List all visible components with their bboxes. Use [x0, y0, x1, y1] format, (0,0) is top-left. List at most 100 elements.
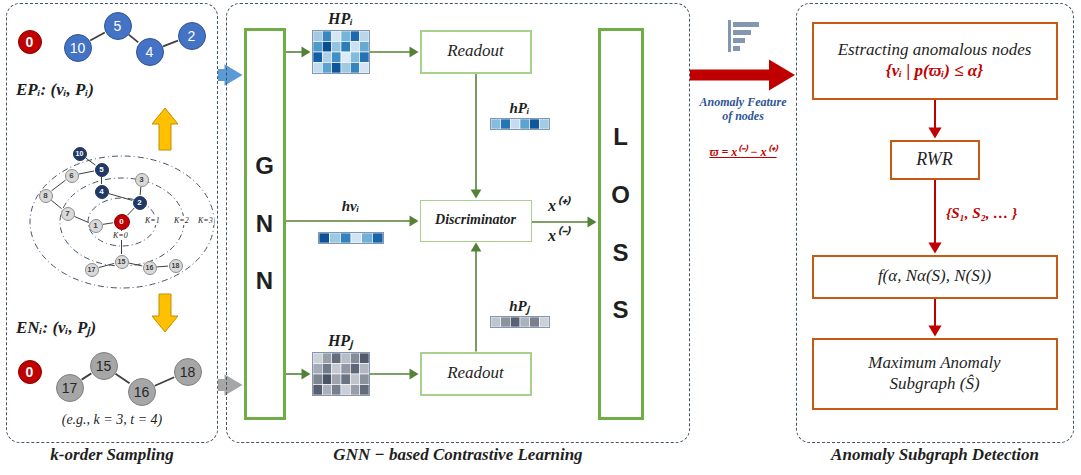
- connector: [155, 377, 174, 385]
- graph-node: 2: [178, 22, 206, 50]
- graph-node: 0: [18, 360, 42, 384]
- embedding-matrix: HPᵢ: [312, 30, 370, 74]
- graph-node: 2: [133, 196, 147, 210]
- annotation: K=3: [197, 216, 214, 225]
- cell-grid: [313, 353, 369, 395]
- readout-box: Readout: [420, 352, 532, 396]
- node-label: GNN: [253, 137, 277, 310]
- connector: [74, 216, 88, 222]
- graph-node: 5: [95, 163, 109, 177]
- node-label: Readout: [447, 41, 504, 61]
- connector: [90, 32, 105, 40]
- order-ring: [60, 178, 184, 266]
- panel-caption: Anomaly Subgraph Detection: [831, 445, 1039, 465]
- cell-grid: [491, 119, 549, 129]
- node-label: LOSS: [609, 108, 633, 338]
- graph-node: 15: [90, 352, 118, 380]
- graph-node: 1: [89, 219, 103, 233]
- arrow-head: [471, 243, 482, 252]
- node-number: 4: [99, 188, 103, 196]
- annotation: K=0: [112, 231, 129, 240]
- node-label: Estracting anomalous nodes: [838, 40, 1032, 60]
- arrow-head: [471, 190, 482, 199]
- connector: [286, 373, 304, 375]
- connector: [690, 70, 774, 81]
- embedding-vector: hvᵢ: [318, 232, 384, 244]
- arrow-head: [225, 374, 243, 396]
- connector: [934, 100, 936, 130]
- node-label: hPᵢ: [509, 99, 529, 117]
- graph-node: 18: [174, 358, 202, 386]
- arrow-head: [928, 243, 941, 254]
- graph-node: 17: [56, 374, 84, 402]
- node-number: 3: [139, 176, 143, 184]
- node-number: 2: [188, 29, 196, 43]
- node-number: 10: [76, 150, 84, 157]
- graph-node: 16: [143, 261, 157, 275]
- node-number: 15: [118, 258, 126, 265]
- annotation: x⁽⁺⁾: [548, 197, 569, 215]
- graph-node: 0: [18, 30, 42, 54]
- arrow-head: [588, 217, 597, 228]
- node-number: 16: [134, 385, 150, 399]
- arrow-head: [410, 369, 419, 380]
- node-number: 17: [88, 266, 96, 273]
- order-ring: [30, 156, 214, 288]
- node-label: RWR: [916, 149, 953, 171]
- node-label: Readout: [447, 363, 504, 383]
- arrow-head: [410, 47, 419, 58]
- arrow-head: [928, 128, 941, 139]
- node-number: 7: [65, 210, 69, 218]
- connector: [286, 51, 304, 53]
- node-number: 8: [43, 192, 47, 200]
- connector: [370, 51, 412, 53]
- annotation: K=1: [144, 216, 161, 225]
- cell-grid: [319, 233, 383, 243]
- connector: [532, 221, 590, 223]
- annotation: {S₁, S₂, … }: [946, 205, 1017, 222]
- node-label: f(α, Nα(S), N(S)): [878, 266, 991, 286]
- panel-caption: GNN − based Contrastive Learning: [333, 445, 582, 465]
- embedding-vector: hPᵢ: [490, 118, 550, 130]
- arrow-head: [928, 326, 941, 337]
- cell-grid: [491, 317, 549, 327]
- graph-node: 4: [95, 185, 109, 199]
- connector: [99, 263, 115, 267]
- graph-node: 5: [104, 12, 132, 40]
- module-box: GNN: [244, 28, 286, 420]
- panel: Anomaly Subgraph DetectionEstracting ano…: [796, 3, 1074, 443]
- node-label: hPⱼ: [509, 297, 530, 315]
- process-box: RWR: [890, 140, 980, 180]
- connector: [51, 200, 61, 209]
- readout-box: Readout: [420, 30, 532, 74]
- graph-node: 7: [61, 207, 75, 221]
- arrow-head: [302, 369, 311, 380]
- connector: [157, 266, 168, 268]
- node-number: 18: [172, 262, 180, 269]
- connector: [86, 158, 96, 165]
- connector: [127, 208, 134, 215]
- connector: [163, 41, 178, 47]
- graph-node: 6: [65, 169, 79, 183]
- graph-node: 8: [39, 189, 53, 203]
- annotation: K=2: [173, 216, 190, 225]
- node-number: 17: [62, 381, 78, 395]
- connector: [103, 223, 113, 225]
- arrow-head: [410, 216, 419, 227]
- node-label: hvᵢ: [342, 197, 360, 215]
- node-label: HPᵢ: [328, 9, 353, 28]
- sample-arrow: [152, 294, 178, 332]
- connector: [934, 180, 936, 245]
- arrow-head: [225, 64, 243, 86]
- node-label: HPⱼ: [328, 331, 353, 350]
- connector: [475, 250, 477, 352]
- arrow-head: [302, 47, 311, 58]
- node-number: 15: [96, 359, 112, 373]
- annotation: x⁽⁻⁾: [548, 227, 569, 245]
- connector: [109, 194, 133, 201]
- connector: [129, 35, 138, 43]
- panel-caption: k-order Sampling: [50, 445, 173, 465]
- graph-node: 0: [114, 214, 130, 230]
- connector: [51, 180, 65, 191]
